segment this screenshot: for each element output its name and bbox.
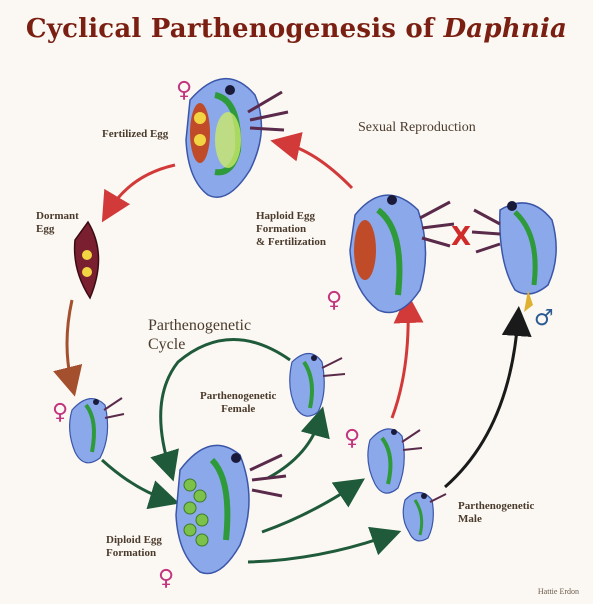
- label-cycle-line1: Parthenogenetic: [148, 316, 251, 335]
- label-haploid-line1: Haploid Egg: [256, 210, 326, 223]
- female-symbol-bottom: ♀: [158, 568, 174, 590]
- daphnia-mating-male: [472, 201, 556, 312]
- daphnia-sexual-female: [368, 429, 422, 493]
- female-symbol-haploid: ♀: [326, 290, 342, 312]
- arrow-fertilized-to-dormant: [108, 165, 175, 212]
- female-symbol-top: ♀: [176, 80, 192, 102]
- arrow-diploid-to-parth-female: [268, 418, 320, 478]
- label-haploid-line3: & Fertilization: [256, 236, 326, 249]
- daphnia-haploid-egg-female: [350, 195, 454, 313]
- daphnia-left-female: [70, 398, 124, 463]
- arrow-haploid-to-fertilized: [282, 143, 352, 188]
- label-cycle-line2: Cycle: [148, 335, 251, 354]
- daphnia-diploid-egg-female: [176, 445, 286, 573]
- cycle-arrows: [67, 143, 518, 562]
- artist-credit: Hattie Erdon: [538, 587, 579, 596]
- mating-cross-mark: X: [451, 222, 471, 252]
- female-symbol-right: ♀: [344, 428, 360, 450]
- label-sexual-reproduction: Sexual Reproduction: [358, 118, 476, 137]
- label-parthenogenetic-cycle: Parthenogenetic Cycle: [148, 316, 251, 354]
- label-parthenogenetic-female: Parthenogenetic Female: [200, 390, 276, 416]
- label-parth-female-line2: Female: [200, 403, 276, 416]
- label-diploid-line2: Formation: [106, 547, 162, 560]
- arrow-diploid-to-sexual-female: [262, 485, 355, 532]
- arrow-dormant-to-female: [67, 300, 72, 385]
- label-diploid-line1: Diploid Egg: [106, 534, 162, 547]
- label-dormant-egg-line2: Egg: [36, 223, 79, 236]
- label-parth-male-line2: Male: [458, 513, 534, 526]
- arrow-diploid-to-parth-male: [248, 535, 390, 562]
- label-dormant-egg-line1: Dormant: [36, 210, 79, 223]
- label-parth-female-line1: Parthenogenetic: [200, 390, 276, 403]
- label-parthenogenetic-male: Parthenogenetic Male: [458, 500, 534, 526]
- arrow-male-to-mating: [445, 318, 518, 487]
- label-parth-male-line1: Parthenogenetic: [458, 500, 534, 513]
- label-fertilized-egg: Fertilized Egg: [102, 128, 168, 141]
- daphnia-parthenogenetic-male: [403, 493, 446, 541]
- label-haploid-egg-formation: Haploid Egg Formation & Fertilization: [256, 210, 326, 249]
- male-symbol: ♂: [534, 308, 554, 330]
- label-haploid-line2: Formation: [256, 223, 326, 236]
- female-symbol-left: ♀: [52, 402, 68, 424]
- arrow-female-to-haploid: [392, 305, 408, 418]
- label-dormant-egg: Dormant Egg: [36, 210, 79, 236]
- arrow-female-to-diploid: [102, 460, 168, 500]
- daphnia-fertilized-egg-female: [186, 79, 288, 198]
- daphnia-parthenogenetic-female: [290, 354, 345, 417]
- label-diploid-egg-formation: Diploid Egg Formation: [106, 534, 162, 560]
